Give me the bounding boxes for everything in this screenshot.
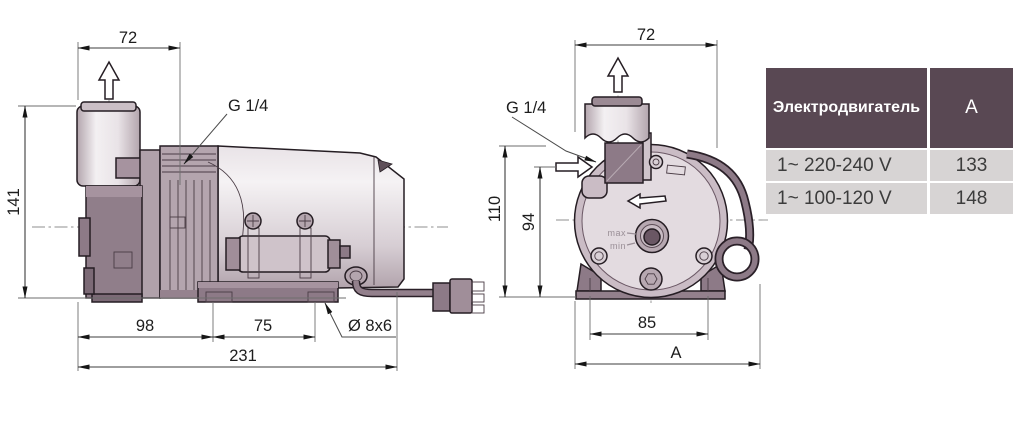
sight-glass <box>634 218 670 254</box>
motor-notch <box>377 159 393 173</box>
outlet-port-front <box>584 103 650 143</box>
table-header-row: Электродвигатель A <box>766 68 1013 148</box>
flow-up-arrow-icon <box>606 56 630 93</box>
cable-loop <box>686 149 760 282</box>
motor-voltage-cell: 1~ 100-120 V <box>766 183 927 214</box>
pump-head <box>85 185 143 299</box>
side-view-dimensions: 72 141 98 75 231 G 1/4 Ø 8x6 <box>5 29 398 371</box>
slot-size-label: Ø 8x6 <box>348 317 392 335</box>
flow-in-arrow-icon <box>555 155 594 179</box>
table-header-current: A <box>930 68 1013 148</box>
table-header-motor: Электродвигатель <box>766 68 927 148</box>
mounting-slot <box>307 291 335 303</box>
face-screw-icon <box>590 247 608 265</box>
fin-section <box>159 145 219 299</box>
dim-foot-span-label: 85 <box>638 314 656 332</box>
face-screw-icon <box>695 247 713 265</box>
oil-level-max-label: max <box>607 228 626 238</box>
front-view: max min 72 110 94 <box>486 26 768 369</box>
dim-total-length-label: 231 <box>229 347 257 365</box>
dim-height-total-label: 110 <box>486 196 504 222</box>
head-flange <box>139 149 161 299</box>
strap-screw-icon <box>244 212 262 230</box>
outlet-port-cap-front <box>591 96 643 107</box>
dim-inlet-height-label: 94 <box>520 213 538 231</box>
strap-screw-icon <box>296 212 314 230</box>
dim-foot-rear-label: 75 <box>254 317 272 335</box>
dim-foot-front-label: 98 <box>136 317 154 335</box>
mounting-slot <box>205 291 233 303</box>
outlet-port-cap <box>80 101 137 112</box>
power-cable <box>344 266 485 314</box>
drain-plug <box>639 267 663 291</box>
front-view-dimensions: 72 110 94 85 A G 1/4 <box>486 26 761 369</box>
motor-current-table: Электродвигатель A 1~ 220-240 V 133 1~ 1… <box>766 68 1013 214</box>
dim-height-label: 141 <box>5 188 23 216</box>
dim-depth-label: 72 <box>637 26 655 44</box>
terminal-screw-icon <box>648 154 664 170</box>
rotation-arrow-icon <box>626 192 667 210</box>
head-left-boss <box>78 217 91 257</box>
table-row: 1~ 100-120 V 148 <box>766 183 1013 214</box>
dimension-a-cell: 148 <box>930 183 1013 214</box>
thread-label: G 1/4 <box>228 97 268 115</box>
thread-label-front: G 1/4 <box>506 99 546 117</box>
dim-outlet-width-label: 72 <box>119 29 137 47</box>
power-connector <box>432 278 485 314</box>
motor-voltage-cell: 1~ 220-240 V <box>766 150 927 181</box>
table-row: 1~ 220-240 V 133 <box>766 150 1013 181</box>
oil-level-min-label: min <box>610 241 626 251</box>
flow-up-arrow-icon <box>97 60 121 100</box>
base-foot <box>197 281 339 303</box>
side-view: 72 141 98 75 231 G 1/4 Ø 8x6 <box>5 29 485 371</box>
dim-total-width-label: A <box>670 344 681 362</box>
dimension-a-cell: 133 <box>930 150 1013 181</box>
capacitor <box>225 212 351 279</box>
